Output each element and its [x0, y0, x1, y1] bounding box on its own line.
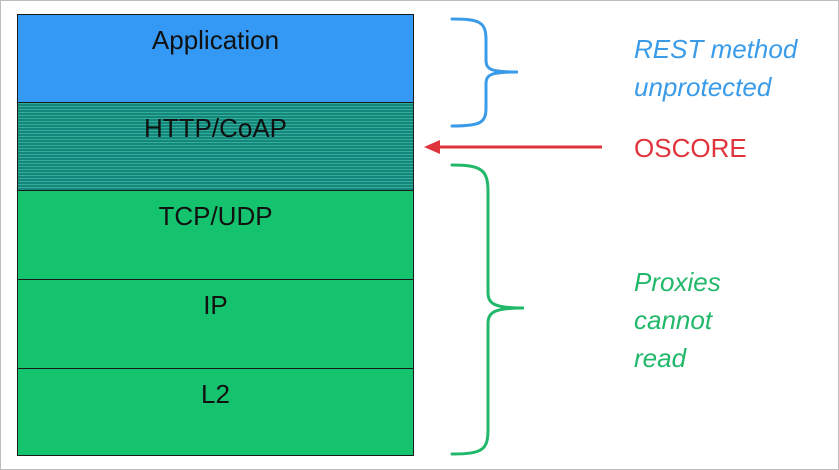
layer-l2-label: L2	[201, 379, 230, 409]
oscore-arrow-head	[424, 140, 440, 154]
layer-tcp-udp-label: TCP/UDP	[158, 201, 273, 231]
annotation-proxies-line2: cannot	[634, 305, 713, 335]
annotation-rest-line1: REST method	[634, 34, 798, 64]
layer-http-coap-label: HTTP/CoAP	[143, 113, 288, 143]
layer-application-label: Application	[151, 25, 280, 55]
layer-http-coap: HTTP/CoAP	[17, 102, 414, 191]
annotation-rest-line2: unprotected	[634, 72, 772, 102]
layer-l2: L2	[17, 368, 414, 456]
layer-ip-label: IP	[203, 290, 228, 320]
brace-green	[450, 163, 525, 456]
annotation-oscore: OSCORE	[634, 133, 747, 163]
annotation-proxies-line1: Proxies	[634, 267, 721, 297]
protocol-stack: Application HTTP/CoAP TCP/UDP IP L2	[17, 14, 414, 456]
layer-application: Application	[17, 14, 414, 103]
annotation-rest-unprotected: REST method unprotected	[634, 30, 797, 106]
layer-tcp-udp: TCP/UDP	[17, 190, 414, 280]
annotation-proxies-line3: read	[634, 343, 687, 373]
brace-blue	[450, 17, 519, 128]
layer-ip: IP	[17, 279, 414, 369]
annotation-proxies-cannot-read: Proxies cannot read	[634, 263, 721, 377]
